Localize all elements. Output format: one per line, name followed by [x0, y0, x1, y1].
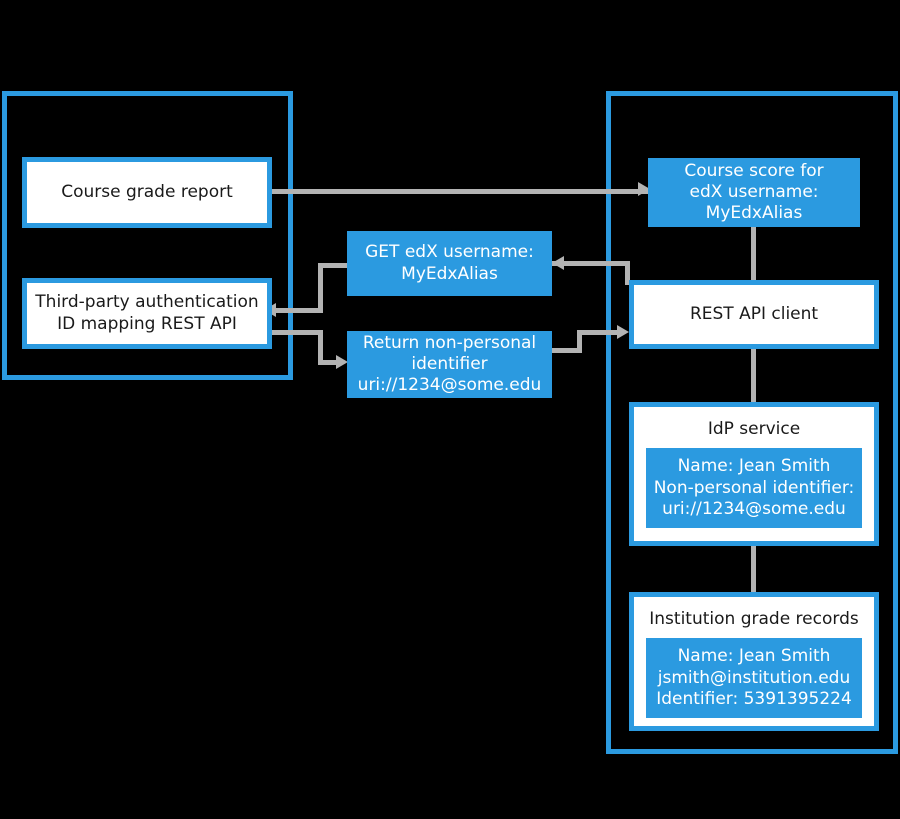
node-idp-service[interactable]: IdP service Name: Jean Smith Non-persona… — [629, 402, 879, 546]
connector-client-to-get-username-h — [552, 261, 630, 266]
node-institution-records-record: Name: Jean Smith jsmith@institution.edu … — [646, 638, 862, 719]
arrowhead-to-rest-api-client — [617, 325, 629, 339]
node-idp-service-line3: uri://1234@some.edu — [662, 499, 846, 520]
panel-institution-system — [606, 91, 898, 754]
node-course-score-line1: Course score for — [684, 160, 824, 181]
connector-get-username-to-api-h-top — [318, 263, 349, 268]
connector-idp-to-institution-records — [751, 546, 756, 593]
connector-api-to-return-h-top — [272, 330, 323, 335]
node-course-grade-report-label: Course grade report — [61, 181, 233, 202]
connector-grade-report-to-course-score — [272, 189, 650, 194]
node-rest-api-client-label: REST API client — [689, 303, 819, 324]
connector-course-score-to-client — [751, 227, 756, 281]
arrowhead-to-get-username — [552, 256, 564, 270]
connector-get-username-to-api-v — [318, 263, 323, 313]
node-institution-records-line3: Identifier: 5391395224 — [656, 689, 852, 710]
connector-return-to-client-h-bottom — [552, 348, 582, 353]
node-course-score-line3: MyEdxAlias — [705, 203, 803, 224]
node-course-score-for-edx-username[interactable]: Course score for edX username: MyEdxAlia… — [648, 158, 860, 227]
connector-api-to-return-h-bottom — [318, 360, 340, 365]
node-institution-records-title: Institution grade records — [649, 609, 859, 629]
connector-return-to-client-v — [577, 330, 582, 353]
node-course-grade-report[interactable]: Course grade report — [22, 157, 272, 228]
node-return-identifier-line1: Return non-personal — [362, 332, 537, 353]
node-idp-service-record: Name: Jean Smith Non-personal identifier… — [646, 448, 862, 529]
node-return-non-personal-identifier[interactable]: Return non-personal identifier uri://123… — [347, 331, 552, 398]
connector-client-to-get-username-v — [625, 261, 630, 285]
node-idp-service-title: IdP service — [707, 419, 801, 439]
node-course-score-line2: edX username: — [689, 181, 819, 202]
node-return-identifier-line2: identifier — [411, 353, 488, 374]
node-idp-service-line2: Non-personal identifier: — [653, 477, 855, 498]
node-rest-api-client[interactable]: REST API client — [629, 280, 879, 349]
node-institution-records-line1: Name: Jean Smith — [677, 646, 831, 667]
arrowhead-to-course-score — [638, 182, 650, 196]
node-return-identifier-line3: uri://1234@some.edu — [357, 375, 542, 396]
node-third-party-api-line1: Third-party authentication — [35, 292, 259, 313]
node-institution-grade-records[interactable]: Institution grade records Name: Jean Smi… — [629, 592, 879, 731]
node-idp-service-line1: Name: Jean Smith — [677, 456, 831, 477]
connector-return-to-client-h-top — [577, 330, 621, 335]
node-third-party-auth-id-mapping-rest-api[interactable]: Third-party authentication ID mapping RE… — [22, 278, 272, 349]
connector-api-to-return-v — [318, 330, 323, 365]
node-get-edx-username[interactable]: GET edX username: MyEdxAlias — [347, 231, 552, 296]
node-get-edx-username-line1: GET edX username: — [365, 242, 534, 263]
node-institution-records-line2: jsmith@institution.edu — [657, 667, 851, 688]
node-get-edx-username-line2: MyEdxAlias — [401, 263, 498, 284]
connector-client-to-idp-service — [751, 349, 756, 403]
node-third-party-api-line2: ID mapping REST API — [57, 313, 237, 334]
connector-get-username-to-api-h-bottom — [272, 308, 323, 313]
arrowhead-to-return-identifier — [336, 355, 348, 369]
panel-third-party-system — [2, 91, 293, 380]
